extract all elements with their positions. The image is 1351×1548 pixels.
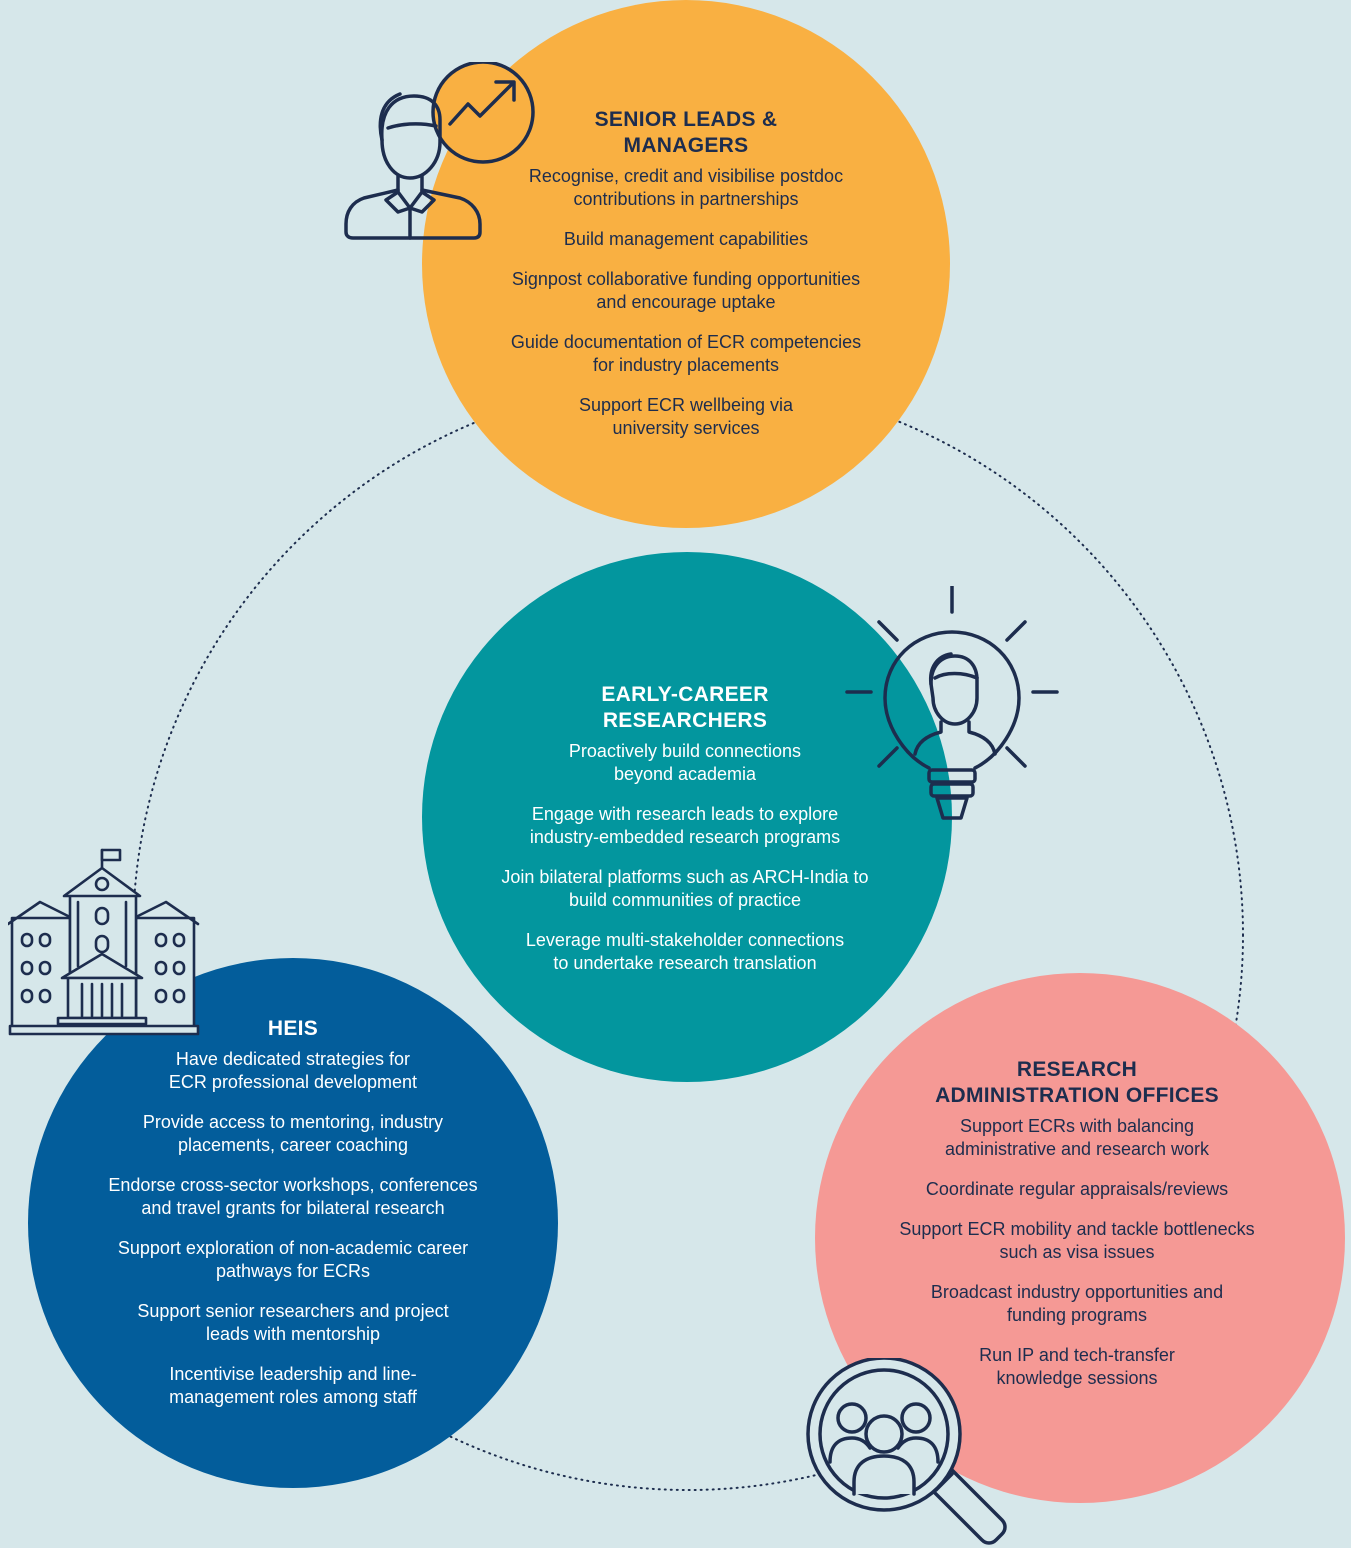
senior-leads-title: SENIOR LEADS & MANAGERS [594, 108, 778, 157]
university-building-icon [8, 846, 200, 1038]
list-item: Support ECR mobility and tackle bottlene… [899, 1219, 1255, 1262]
early-career-title: EARLY-CAREER RESEARCHERS [601, 683, 769, 732]
heis-title: HEIS [267, 1017, 319, 1040]
list-item: Join bilateral platforms such as ARCH-In… [501, 867, 869, 910]
list-item: Coordinate regular appraisals/reviews [925, 1179, 1229, 1199]
list-item: Endorse cross-sector workshops, conferen… [108, 1175, 478, 1218]
list-item: Signpost collaborative funding opportuni… [511, 269, 861, 312]
list-item: Recognise, credit and visibilise postdoc… [528, 166, 844, 209]
early-career-circle [422, 552, 952, 1082]
manager-growth-icon [340, 62, 540, 244]
list-item: Support exploration of non-academic care… [117, 1238, 469, 1281]
research-admin-content: RESEARCH ADMINISTRATION OFFICES Support … [838, 1057, 1316, 1407]
senior-leads-content: SENIOR LEADS & MANAGERS Recognise, credi… [452, 107, 920, 457]
lightbulb-person-icon [845, 586, 1059, 822]
list-item: Build management capabilities [563, 229, 809, 249]
research-admin-title: RESEARCH ADMINISTRATION OFFICES [935, 1058, 1219, 1107]
magnifier-people-icon [804, 1358, 1008, 1548]
heis-circle [28, 958, 558, 1488]
senior-leads-list: Recognise, credit and visibilise postdoc… [452, 165, 920, 440]
list-item: Incentivise leadership and line-manageme… [169, 1364, 417, 1407]
early-career-content: EARLY-CAREER RESEARCHERS Proactively bui… [442, 682, 928, 992]
